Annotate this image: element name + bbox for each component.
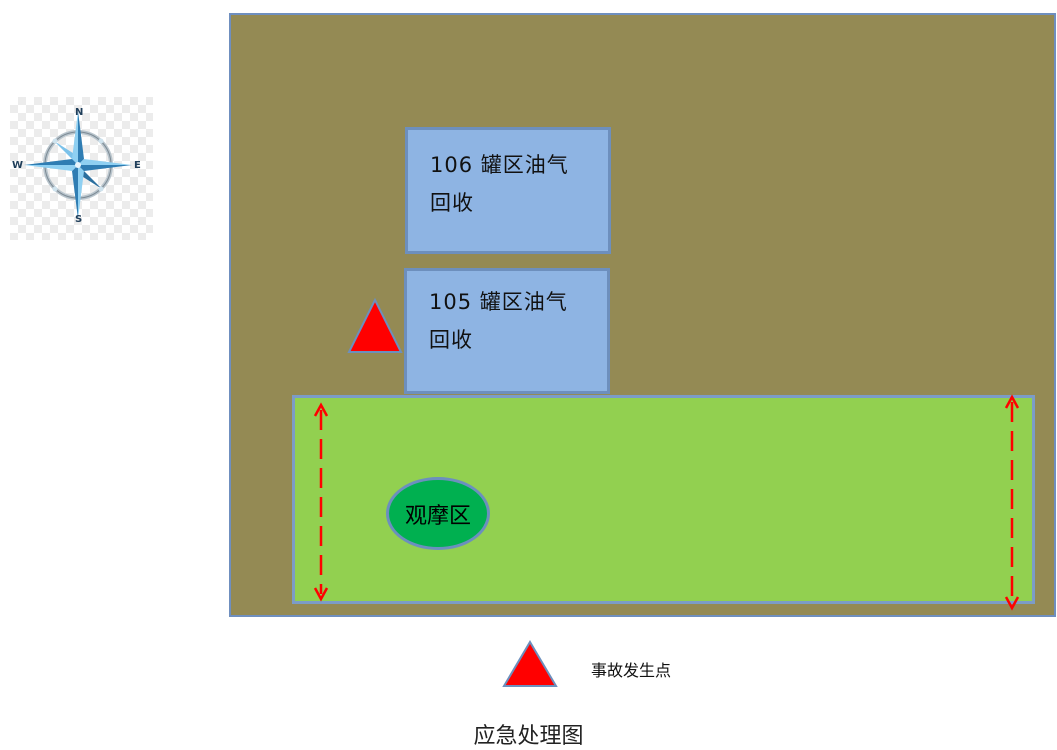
compass-rose-icon: N S W E [12,107,141,225]
tank-area-106: 106 罐区油气 回收 [405,127,611,254]
evacuation-arrow-right [1004,394,1020,611]
compass-north-label: N [75,107,83,118]
tank-area-105: 105 罐区油气 回收 [404,268,610,394]
tank-area-106-label-line1: 106 罐区油气 [430,153,569,177]
diagram-caption: 应急处理图 [473,724,584,749]
legend-accident-point-label: 事故发生点 [591,661,672,680]
tank-area-105-label-line2: 回收 [429,328,473,352]
tank-area-105-label-line1: 105 罐区油气 [429,290,568,314]
compass-west-label: W [12,160,23,171]
compass-east-label: E [134,160,141,171]
viewing-area: 观摩区 [386,477,490,550]
compass-south-label: S [75,214,82,225]
accident-point-marker [347,297,403,353]
tank-area-106-label-line2: 回收 [430,191,474,215]
viewing-area-label: 观摩区 [404,503,471,529]
legend-accident-marker-icon [502,640,558,687]
compass-rose: N S W E [10,97,153,240]
evacuation-arrow-left [313,402,329,602]
